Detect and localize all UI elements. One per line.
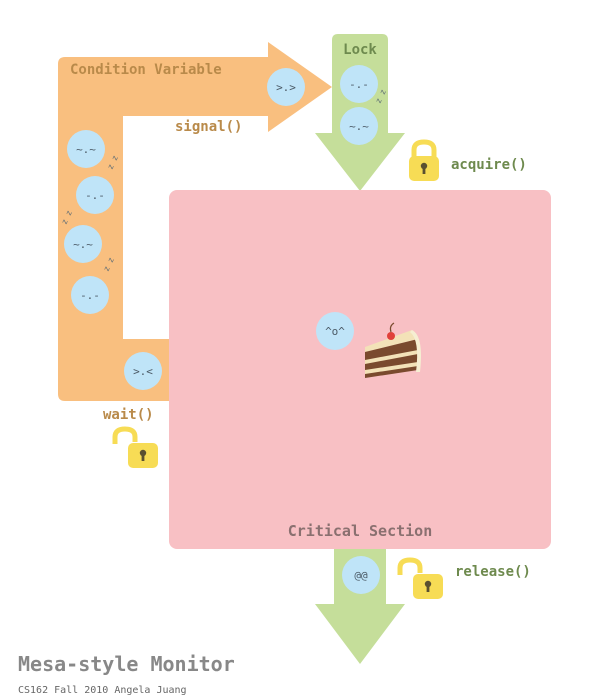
release-arrow xyxy=(315,548,405,664)
svg-text:-.-: -.- xyxy=(85,189,105,202)
thread-face-cv-waiter-3: ~.~ xyxy=(64,225,102,263)
thread-face-lock-waiter-2: ~.~ xyxy=(340,107,378,145)
svg-text:>.<: >.< xyxy=(133,365,153,378)
unlocked-padlock-icon-release xyxy=(397,557,443,599)
credit-line: CS162 Fall 2010 Angela Juang xyxy=(18,685,187,696)
thread-face-cv-waiter-2: -.- xyxy=(76,176,114,214)
critical-section-box xyxy=(169,190,551,549)
svg-text:~.~: ~.~ xyxy=(76,143,96,156)
svg-text:-.-: -.- xyxy=(349,78,369,91)
wait-label: wait() xyxy=(103,407,154,423)
signal-label: signal() xyxy=(175,119,242,135)
svg-text:>.>: >.> xyxy=(276,81,296,94)
svg-text:-.-: -.- xyxy=(80,289,100,302)
svg-text:~.~: ~.~ xyxy=(349,120,369,133)
diagram-title: Mesa-style Monitor xyxy=(18,652,235,676)
svg-text:@@: @@ xyxy=(354,569,368,582)
thread-face-in-critical-section: ^o^ xyxy=(316,312,354,350)
locked-padlock-icon xyxy=(409,139,439,181)
condition-variable-path xyxy=(58,42,332,401)
release-label: release() xyxy=(455,564,531,580)
cake-slice-icon xyxy=(365,322,421,378)
lock-label: Lock xyxy=(343,42,377,58)
thread-face-lock-waiter-1: -.- xyxy=(340,65,378,103)
thread-face-cv-waiter-1: ~.~ xyxy=(67,130,105,168)
thread-face-exiting: @@ xyxy=(342,556,380,594)
condition-variable-label: Condition Variable xyxy=(70,62,222,78)
unlocked-padlock-icon-wait xyxy=(112,426,158,468)
thread-face-cv-waiter-4: -.- xyxy=(71,276,109,314)
thread-face-signaler: >.> xyxy=(267,68,305,106)
svg-text:^o^: ^o^ xyxy=(325,325,345,338)
critical-section-label: Critical Section xyxy=(288,522,433,540)
svg-text:~.~: ~.~ xyxy=(73,238,93,251)
thread-face-waiter-entering: >.< xyxy=(124,352,162,390)
acquire-label: acquire() xyxy=(451,157,527,173)
